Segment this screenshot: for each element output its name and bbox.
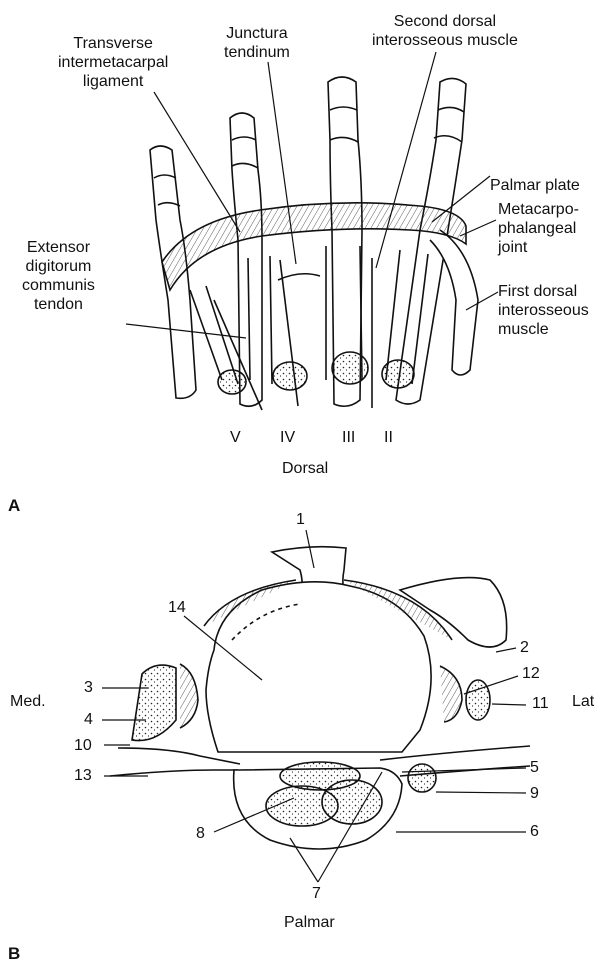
mc-section-iv	[273, 362, 307, 390]
num-5: 5	[530, 758, 539, 777]
label-extensor-digitorum-communis: Extensor digitorum communis tendon	[22, 238, 95, 314]
num-9: 9	[530, 784, 539, 803]
label-first-dorsal-interosseous: First dorsal interosseous muscle	[498, 282, 606, 339]
mc-section-ii	[382, 360, 414, 388]
digit-label-ii: II	[384, 428, 393, 447]
num-6: 6	[530, 822, 539, 841]
num-11: 11	[532, 694, 549, 713]
num-12: 12	[522, 664, 540, 683]
label-metacarpophalangeal-joint: Metacarpo- phalangeal joint	[498, 200, 579, 257]
section-3-4	[132, 665, 176, 740]
mc-section-iii	[332, 352, 368, 384]
hand-dorsal-illustration	[150, 77, 478, 410]
label-second-dorsal-interosseous: Second dorsal interosseous muscle	[372, 12, 518, 50]
panel-letter-a: A	[8, 496, 20, 516]
label-junctura-tendinum: Junctura tendinum	[224, 24, 290, 62]
mc-section-v	[218, 370, 246, 394]
digit-label-v: V	[230, 428, 241, 447]
section-9	[408, 764, 436, 792]
side-label-medial: Med.	[10, 692, 46, 711]
section-12	[440, 666, 462, 722]
num-13: 13	[74, 766, 92, 785]
junctura-tendinum	[278, 274, 320, 280]
num-7: 7	[312, 884, 321, 903]
num-3: 3	[84, 678, 93, 697]
side-label-lateral: Lat	[572, 692, 594, 711]
panel-letter-b: B	[8, 944, 20, 964]
finger-iv	[230, 113, 262, 406]
label-transverse-intermetacarpal-ligament: Transverse intermetacarpal ligament	[58, 34, 168, 91]
num-4: 4	[84, 710, 93, 729]
view-label-palmar: Palmar	[284, 914, 335, 932]
view-label-dorsal: Dorsal	[282, 460, 328, 478]
digit-label-iv: IV	[280, 428, 295, 447]
num-2: 2	[520, 638, 529, 657]
num-8: 8	[196, 824, 205, 843]
num-1: 1	[296, 510, 305, 529]
mcp-cross-section-illustration	[110, 547, 530, 849]
num-10: 10	[74, 736, 92, 755]
digit-label-iii: III	[342, 428, 355, 447]
num-14: 14	[168, 598, 186, 617]
label-palmar-plate: Palmar plate	[490, 176, 606, 195]
